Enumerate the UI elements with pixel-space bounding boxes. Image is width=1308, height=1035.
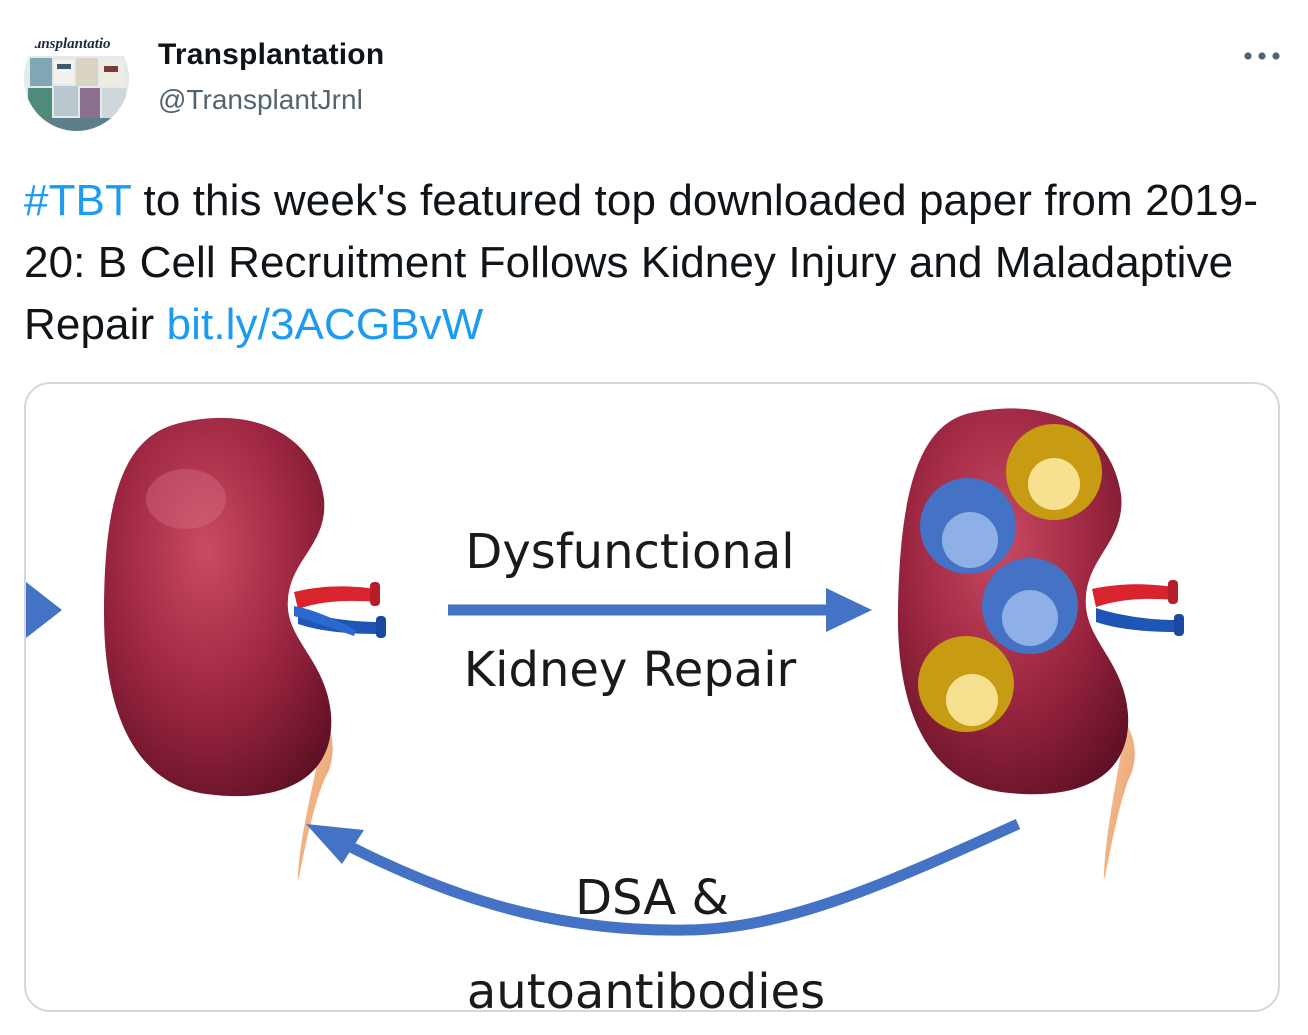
bottom-label-line2: autoantibodies [467,964,825,1010]
injured-kidney-icon [897,408,1184,881]
hashtag-link[interactable]: #TBT [24,176,132,225]
left-edge-arrow-icon [26,582,62,638]
bottom-label-line1: DSA & [575,870,729,926]
top-arrow-head-icon [826,588,872,632]
kidney-repair-figure: Dysfunctional Kidney Repair [26,408,1184,1010]
tweet-media-image[interactable]: Dysfunctional Kidney Repair [24,382,1280,1012]
short-url-link[interactable]: bit.ly/3ACGBvW [166,300,484,349]
top-label-line1: Dysfunctional [465,524,794,580]
top-label-line2: Kidney Repair [464,642,797,698]
tweet-text: #TBT to this week's featured top downloa… [24,170,1274,356]
more-horizontal-icon [1244,52,1280,60]
bottom-curved-arrow [323,818,1021,936]
healthy-kidney-icon [104,417,386,881]
journal-covers-avatar-icon: ransplantatio [24,26,129,131]
author-avatar[interactable]: ransplantatio [24,26,129,131]
bottom-arrow-head-icon [306,824,364,864]
tweet-body: to this week's featured top downloaded p… [24,176,1259,349]
more-options-button[interactable] [1240,40,1284,72]
author-handle[interactable]: @TransplantJrnl [158,84,363,115]
avatar-label: ransplantatio [28,36,111,52]
author-display-name[interactable]: Transplantation [158,38,385,71]
